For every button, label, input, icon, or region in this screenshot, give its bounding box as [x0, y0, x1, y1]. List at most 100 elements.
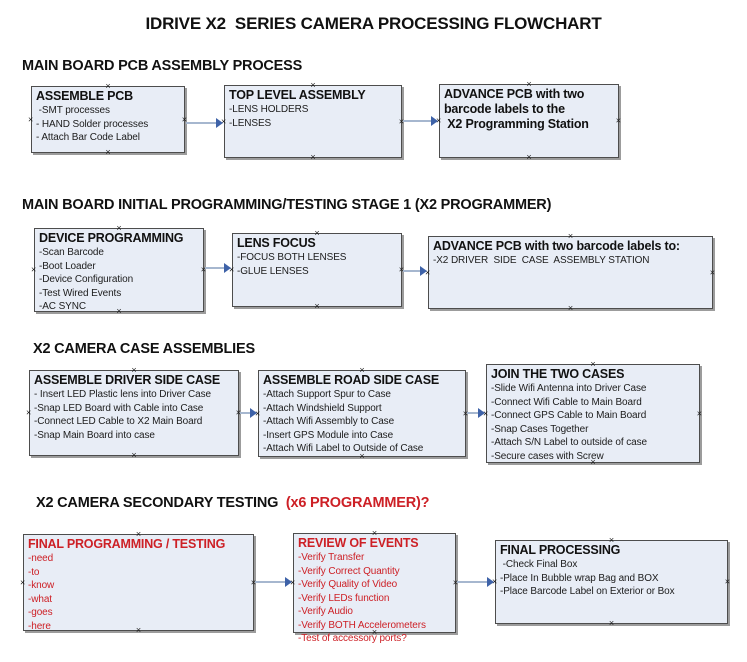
box-line: -Insert GPS Module into Case	[263, 429, 394, 441]
box-title: LENS FOCUS	[237, 236, 316, 250]
box-line: -here	[28, 620, 51, 632]
glue-point-icon	[568, 232, 573, 241]
box-title: FINAL PROGRAMMING / TESTING	[28, 537, 226, 551]
box-line: -Test Wired Events	[39, 287, 122, 299]
box-lines: -LENS HOLDERS -LENSES	[229, 103, 401, 130]
arrow-head-icon	[224, 263, 231, 273]
glue-point-icon	[609, 536, 614, 545]
box-line: -Secure cases with Screw	[491, 450, 604, 462]
flow-box-final-programming-testing: FINAL PROGRAMMING / TESTING -need-to-kno…	[20, 534, 254, 633]
glue-point-icon	[526, 153, 531, 162]
box-title: JOIN THE TWO CASES	[491, 367, 625, 381]
box-title: ASSEMBLE PCB	[36, 89, 133, 103]
box-lines: - Insert LED Plastic lens into Driver Ca…	[34, 388, 238, 442]
arrow-line	[205, 267, 225, 269]
glue-point-icon	[359, 452, 364, 461]
box-line: -Place In Bubble wrap Bag and BOX	[500, 572, 659, 584]
box-line: -Attach Wifi Label to Outside of Case	[263, 443, 424, 454]
arrow-line	[403, 120, 432, 122]
box-line: -AC SYNC	[39, 301, 86, 312]
page-title: IDRIVE X2 SERIES CAMERA PROCESSING FLOWC…	[145, 14, 602, 33]
box-line: -Place Barcode Label on Exterior or Box	[500, 586, 675, 597]
box-line: -Check Final Box	[500, 559, 578, 570]
flow-arrow	[255, 577, 292, 587]
glue-point-icon	[359, 366, 364, 375]
box-lines: -Check Final Box -Place In Bubble wrap Ba…	[500, 558, 727, 599]
box-lines: -FOCUS BOTH LENSES-GLUE LENSES	[237, 251, 401, 278]
arrow-line	[467, 412, 479, 414]
arrow-head-icon	[478, 408, 485, 418]
box-line: - Insert LED Plastic lens into Driver Ca…	[34, 389, 211, 400]
box-title: ADVANCE PCB with two barcode labels to:	[433, 239, 680, 253]
section-header-case-assemblies: X2 CAMERA CASE ASSEMBLIES	[33, 341, 255, 357]
flow-arrow	[403, 266, 427, 276]
box-line: -Snap Cases Together	[491, 423, 589, 435]
box-line: -goes	[28, 607, 53, 618]
section-header-initial-programming: MAIN BOARD INITIAL PROGRAMMING/TESTING S…	[22, 197, 552, 213]
box-line: -FOCUS BOTH LENSES	[237, 252, 347, 263]
arrow-head-icon	[216, 118, 223, 128]
box-line: -Attach S/N Label to outside of case	[491, 437, 647, 448]
glue-point-icon	[136, 626, 141, 635]
box-title: FINAL PROCESSING	[500, 543, 621, 557]
flow-box-join-the-two-cases: JOIN THE TWO CASES -Slide Wifi Antenna i…	[486, 364, 700, 463]
glue-point-icon	[131, 366, 136, 375]
box-line: -Connect Wifi Cable to Main Board	[491, 396, 642, 408]
box-line: -Verify Transfer	[298, 552, 365, 563]
box-line: -Connect LED Cable to X2 Main Board	[34, 416, 203, 427]
flow-arrow	[240, 408, 257, 418]
glue-point-icon	[609, 619, 614, 628]
box-line: -Test of accessory ports?	[298, 633, 407, 644]
arrow-line	[186, 122, 217, 124]
glue-point-icon	[697, 409, 702, 418]
glue-point-icon	[710, 268, 715, 277]
glue-point-icon	[26, 409, 31, 418]
box-line: -Slide Wifi Antenna into Driver Case	[491, 383, 647, 394]
arrow-head-icon	[431, 116, 438, 126]
box-line: -Verify Correct Quantity	[298, 565, 400, 577]
glue-point-icon	[526, 80, 531, 89]
box-line: -Connect GPS Cable to Main Board	[491, 410, 647, 421]
box-line: -to	[28, 566, 40, 578]
glue-point-icon	[310, 81, 315, 90]
box-line: -Verify Quality of Video	[298, 579, 398, 590]
box-line: -LENSES	[229, 117, 272, 129]
flow-arrow	[467, 408, 485, 418]
glue-point-icon	[136, 530, 141, 539]
box-lines: -Slide Wifi Antenna into Driver Case -Con…	[491, 382, 699, 463]
section-header-pcb-assembly: MAIN BOARD PCB ASSEMBLY PROCESS	[22, 58, 303, 74]
box-line: - Attach Bar Code Label	[36, 132, 140, 143]
glue-point-icon	[590, 458, 595, 467]
flow-arrow	[457, 577, 494, 587]
box-line: -Device Configuration	[39, 274, 134, 285]
flow-arrow	[403, 116, 438, 126]
box-title: ASSEMBLE ROAD SIDE CASE	[263, 373, 439, 387]
box-line: -Boot Loader	[39, 260, 96, 272]
box-title: ADVANCE PCB with two barcode labels to t…	[444, 87, 589, 131]
glue-point-icon	[314, 302, 319, 311]
arrow-head-icon	[420, 266, 427, 276]
box-line: -Scan Barcode	[39, 247, 104, 258]
box-line: -know	[28, 580, 55, 591]
flow-box-assemble-pcb: ASSEMBLE PCB -SMT processes - HAND Solder…	[31, 86, 185, 153]
flow-arrow	[186, 118, 223, 128]
box-line: - HAND Solder processes	[36, 118, 149, 130]
box-line: -Attach Windshield Support	[263, 402, 382, 414]
arrow-line	[457, 581, 488, 583]
box-lines: -Attach Support Spur to Case-Attach Wind…	[263, 388, 465, 456]
box-line: -X2 DRIVER SIDE CASE ASSEMBLY STATION	[433, 255, 650, 266]
box-line: -Snap Main Board into case	[34, 429, 155, 441]
arrow-head-icon	[487, 577, 494, 587]
box-lines: -need-to-know-what-goes-here	[28, 552, 253, 633]
flow-box-advance-pcb-driver-side-station: ADVANCE PCB with two barcode labels to: …	[428, 236, 713, 309]
box-line: -LENS HOLDERS	[229, 104, 309, 115]
glue-point-icon	[568, 304, 573, 313]
box-lines: -SMT processes - HAND Solder processes - A…	[36, 104, 184, 145]
glue-point-icon	[20, 578, 25, 587]
glue-point-icon	[116, 224, 121, 233]
flow-box-review-of-events: REVIEW OF EVENTS -Verify Transfer-Verify…	[293, 533, 456, 644]
flow-box-assemble-road-side-case: ASSEMBLE ROAD SIDE CASE -Attach Support …	[258, 370, 466, 457]
box-line: -SMT processes	[36, 105, 110, 116]
arrow-line	[255, 581, 286, 583]
